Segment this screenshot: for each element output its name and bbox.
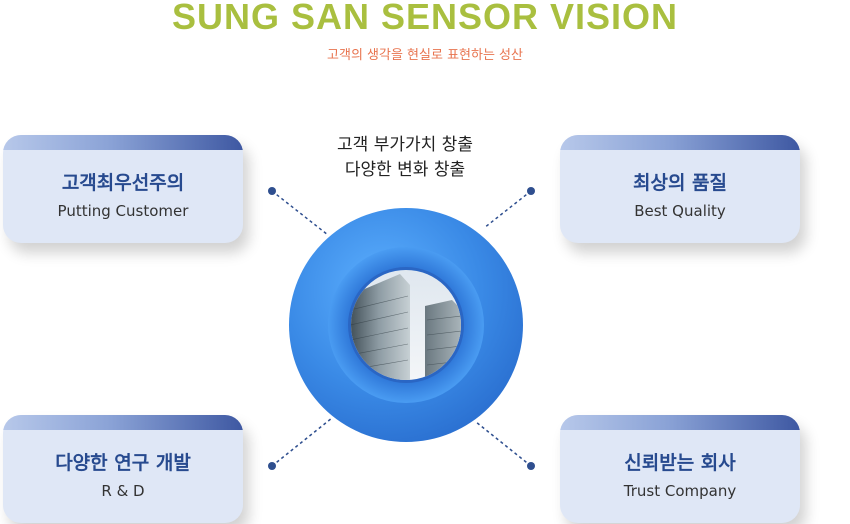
card-title: 최상의 품질 bbox=[632, 172, 727, 194]
card-header-bar bbox=[560, 135, 800, 150]
card-subtitle: Best Quality bbox=[634, 202, 726, 220]
connector-dot-top-left bbox=[268, 187, 276, 195]
page-subtitle: 고객의 생각을 현실로 표현하는 성산 bbox=[327, 48, 523, 63]
card-header-bar bbox=[3, 135, 243, 150]
card-header-bar bbox=[3, 415, 243, 430]
card-subtitle: R & D bbox=[101, 482, 145, 500]
connector-top-right bbox=[483, 187, 535, 229]
connector-dot-top-right bbox=[527, 187, 535, 195]
center-caption-line-2: 다양한 변화 창출 bbox=[344, 160, 466, 180]
card-title: 다양한 연구 개발 bbox=[55, 452, 191, 474]
card-best-quality: 최상의 품질 Best Quality bbox=[560, 135, 800, 243]
card-research-development: 다양한 연구 개발 R & D bbox=[3, 415, 243, 523]
connector-bottom-left bbox=[268, 417, 333, 470]
connector-dot-bottom-right bbox=[527, 462, 535, 470]
card-header-bar bbox=[560, 415, 800, 430]
card-title: 신뢰받는 회사 bbox=[624, 452, 736, 474]
center-caption: 고객 부가가치 창출 다양한 변화 창출 bbox=[300, 133, 510, 183]
center-caption-line-1: 고객 부가가치 창출 bbox=[337, 135, 473, 155]
connector-dot-bottom-left bbox=[268, 462, 276, 470]
card-customer-first: 고객최우선주의 Putting Customer bbox=[3, 135, 243, 243]
connector-top-left bbox=[268, 187, 329, 236]
card-subtitle: Trust Company bbox=[623, 482, 737, 500]
page-title: SUNG SAN SENSOR VISION bbox=[171, 0, 679, 37]
building-skyscraper-image bbox=[351, 270, 461, 380]
connector-bottom-right bbox=[475, 421, 535, 470]
card-title: 고객최우선주의 bbox=[61, 172, 185, 194]
card-trust-company: 신뢰받는 회사 Trust Company bbox=[560, 415, 800, 523]
card-subtitle: Putting Customer bbox=[57, 202, 189, 220]
